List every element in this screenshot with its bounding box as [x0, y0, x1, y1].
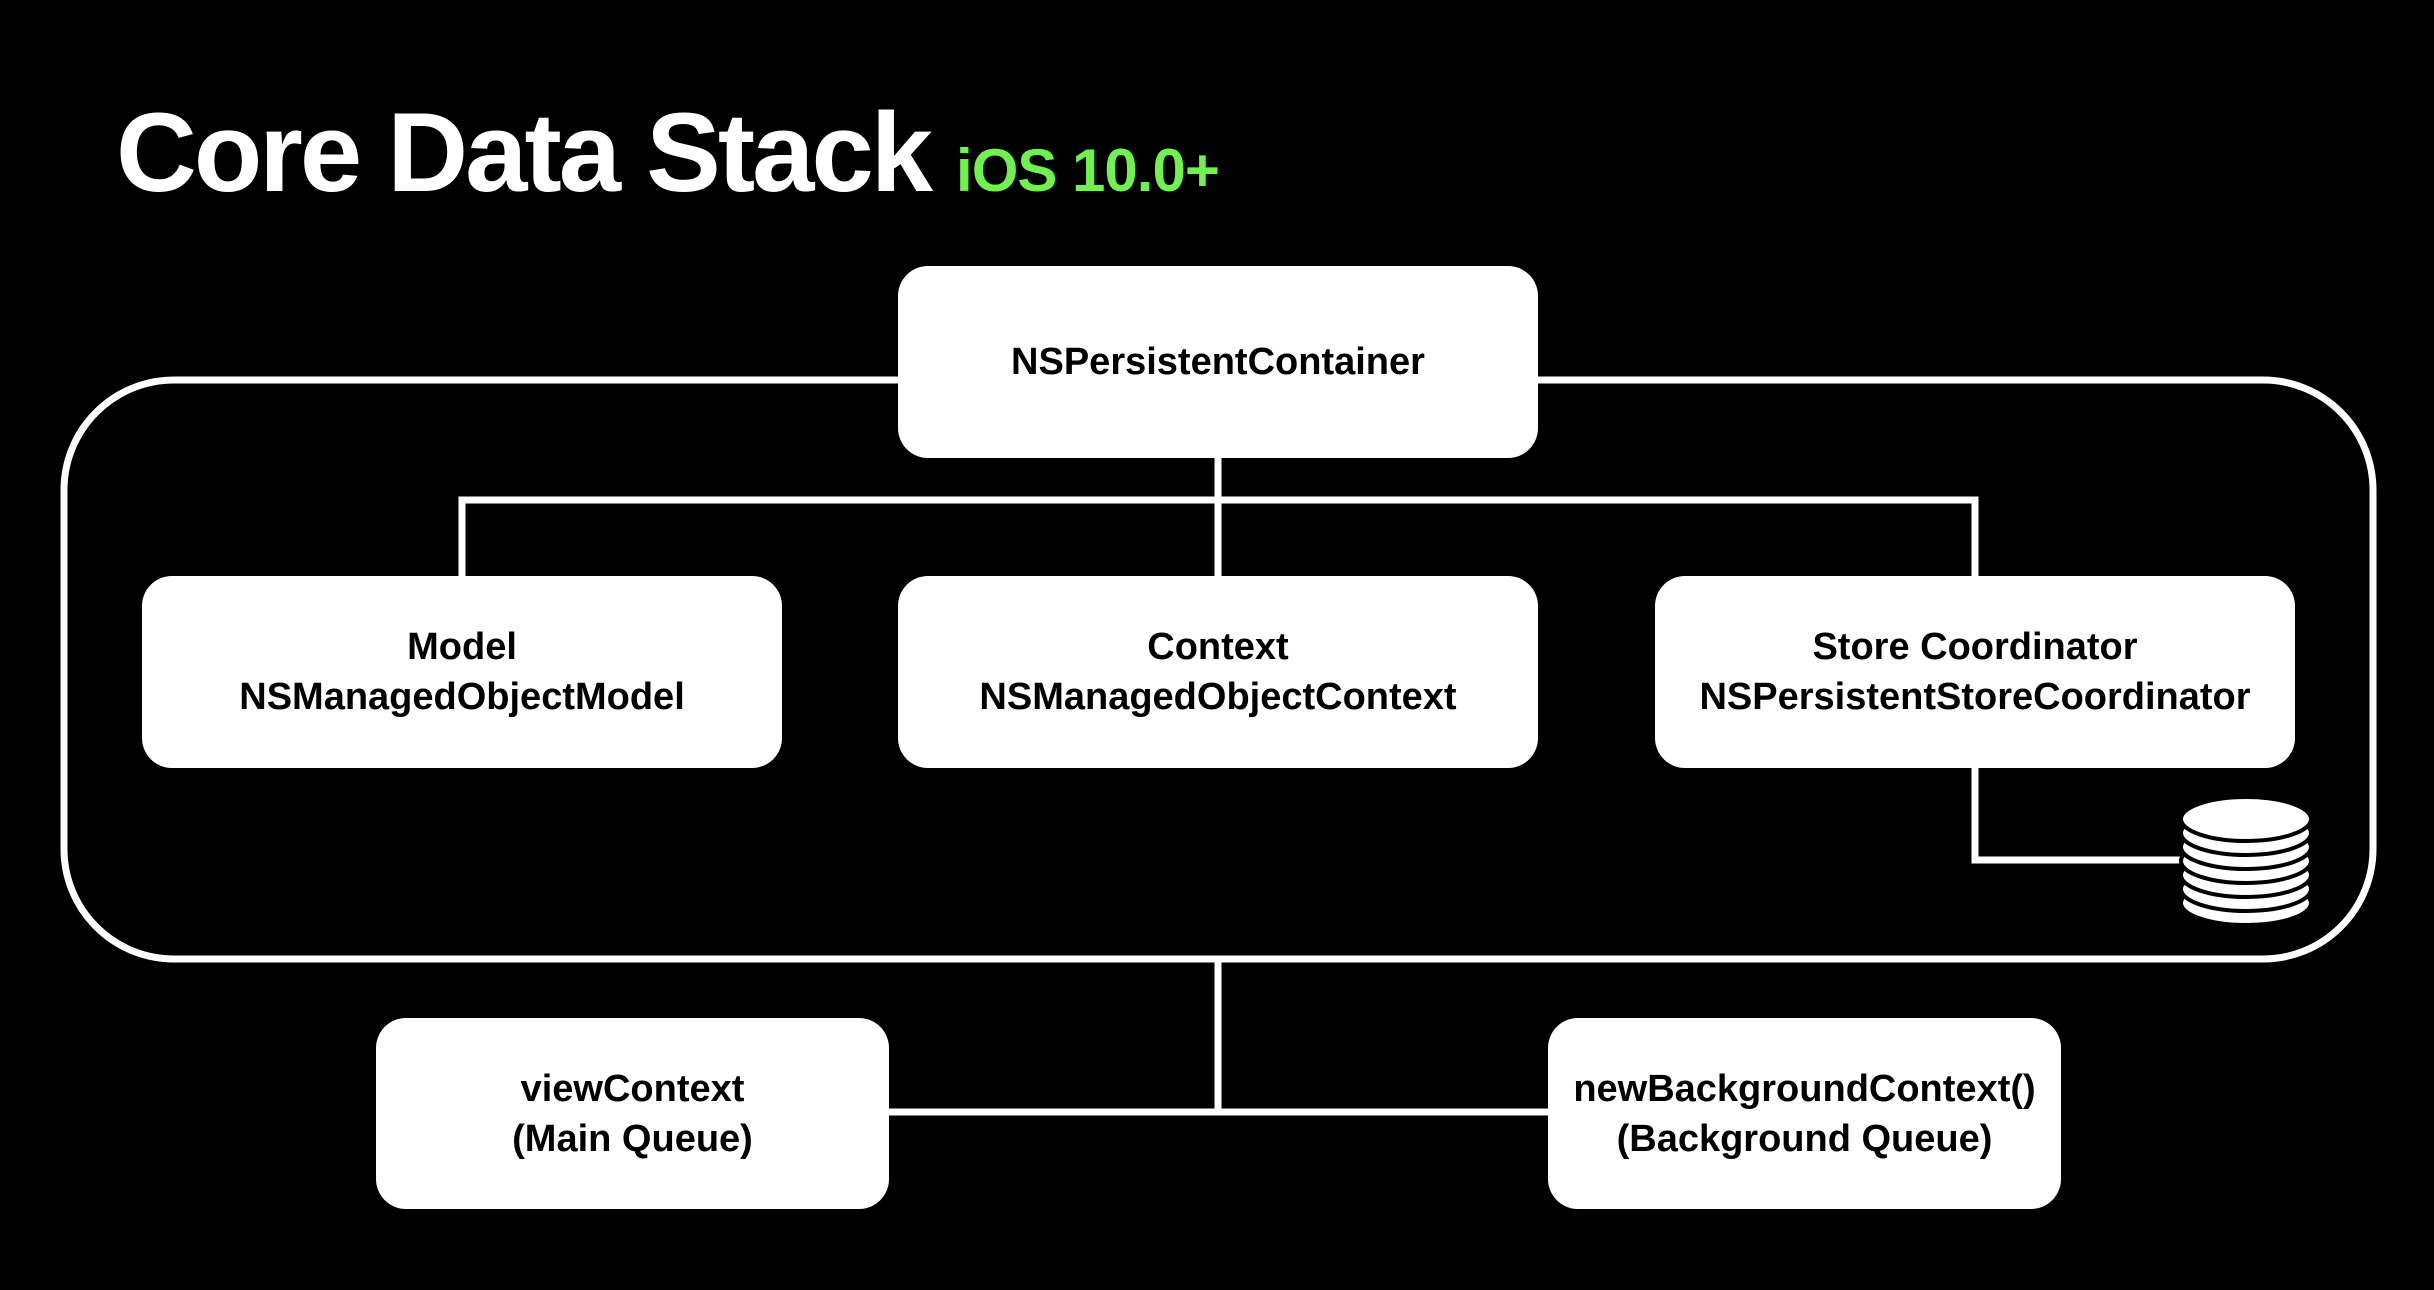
context-connectors	[889, 959, 1548, 1116]
page-subtitle: iOS 10.0+	[956, 137, 1220, 204]
model-box: Model NSManagedObjectModel	[142, 576, 782, 768]
context-class: NSManagedObjectContext	[979, 676, 1457, 718]
view-context-title: viewContext	[520, 1067, 745, 1110]
page-title: Core Data Stack	[116, 90, 933, 215]
store-coordinator-class: NSPersistentStoreCoordinator	[1699, 676, 2251, 718]
model-title: Model	[407, 626, 517, 668]
hierarchy-connectors	[458, 458, 1979, 576]
database-icon	[2179, 795, 2313, 927]
background-context-title: newBackgroundContext()	[1573, 1067, 2036, 1110]
connector-branch	[458, 496, 1979, 576]
persistent-container-box: NSPersistentContainer	[898, 266, 1538, 458]
store-coordinator-title: Store Coordinator	[1812, 626, 2138, 668]
title-row: Core Data Stack iOS 10.0+	[116, 88, 1220, 217]
store-connector	[1971, 768, 2190, 864]
persistent-container-label: NSPersistentContainer	[1011, 341, 1425, 383]
background-context-box: newBackgroundContext() (Background Queue…	[1548, 1018, 2061, 1209]
background-context-queue: (Background Queue)	[1616, 1117, 1993, 1160]
view-context-queue: (Main Queue)	[512, 1117, 753, 1160]
store-coordinator-box: Store Coordinator NSPersistentStoreCoord…	[1655, 576, 2295, 768]
context-title: Context	[1147, 626, 1289, 668]
view-context-box: viewContext (Main Queue)	[376, 1018, 889, 1209]
context-box: Context NSManagedObjectContext	[898, 576, 1538, 768]
model-class: NSManagedObjectModel	[239, 676, 685, 718]
